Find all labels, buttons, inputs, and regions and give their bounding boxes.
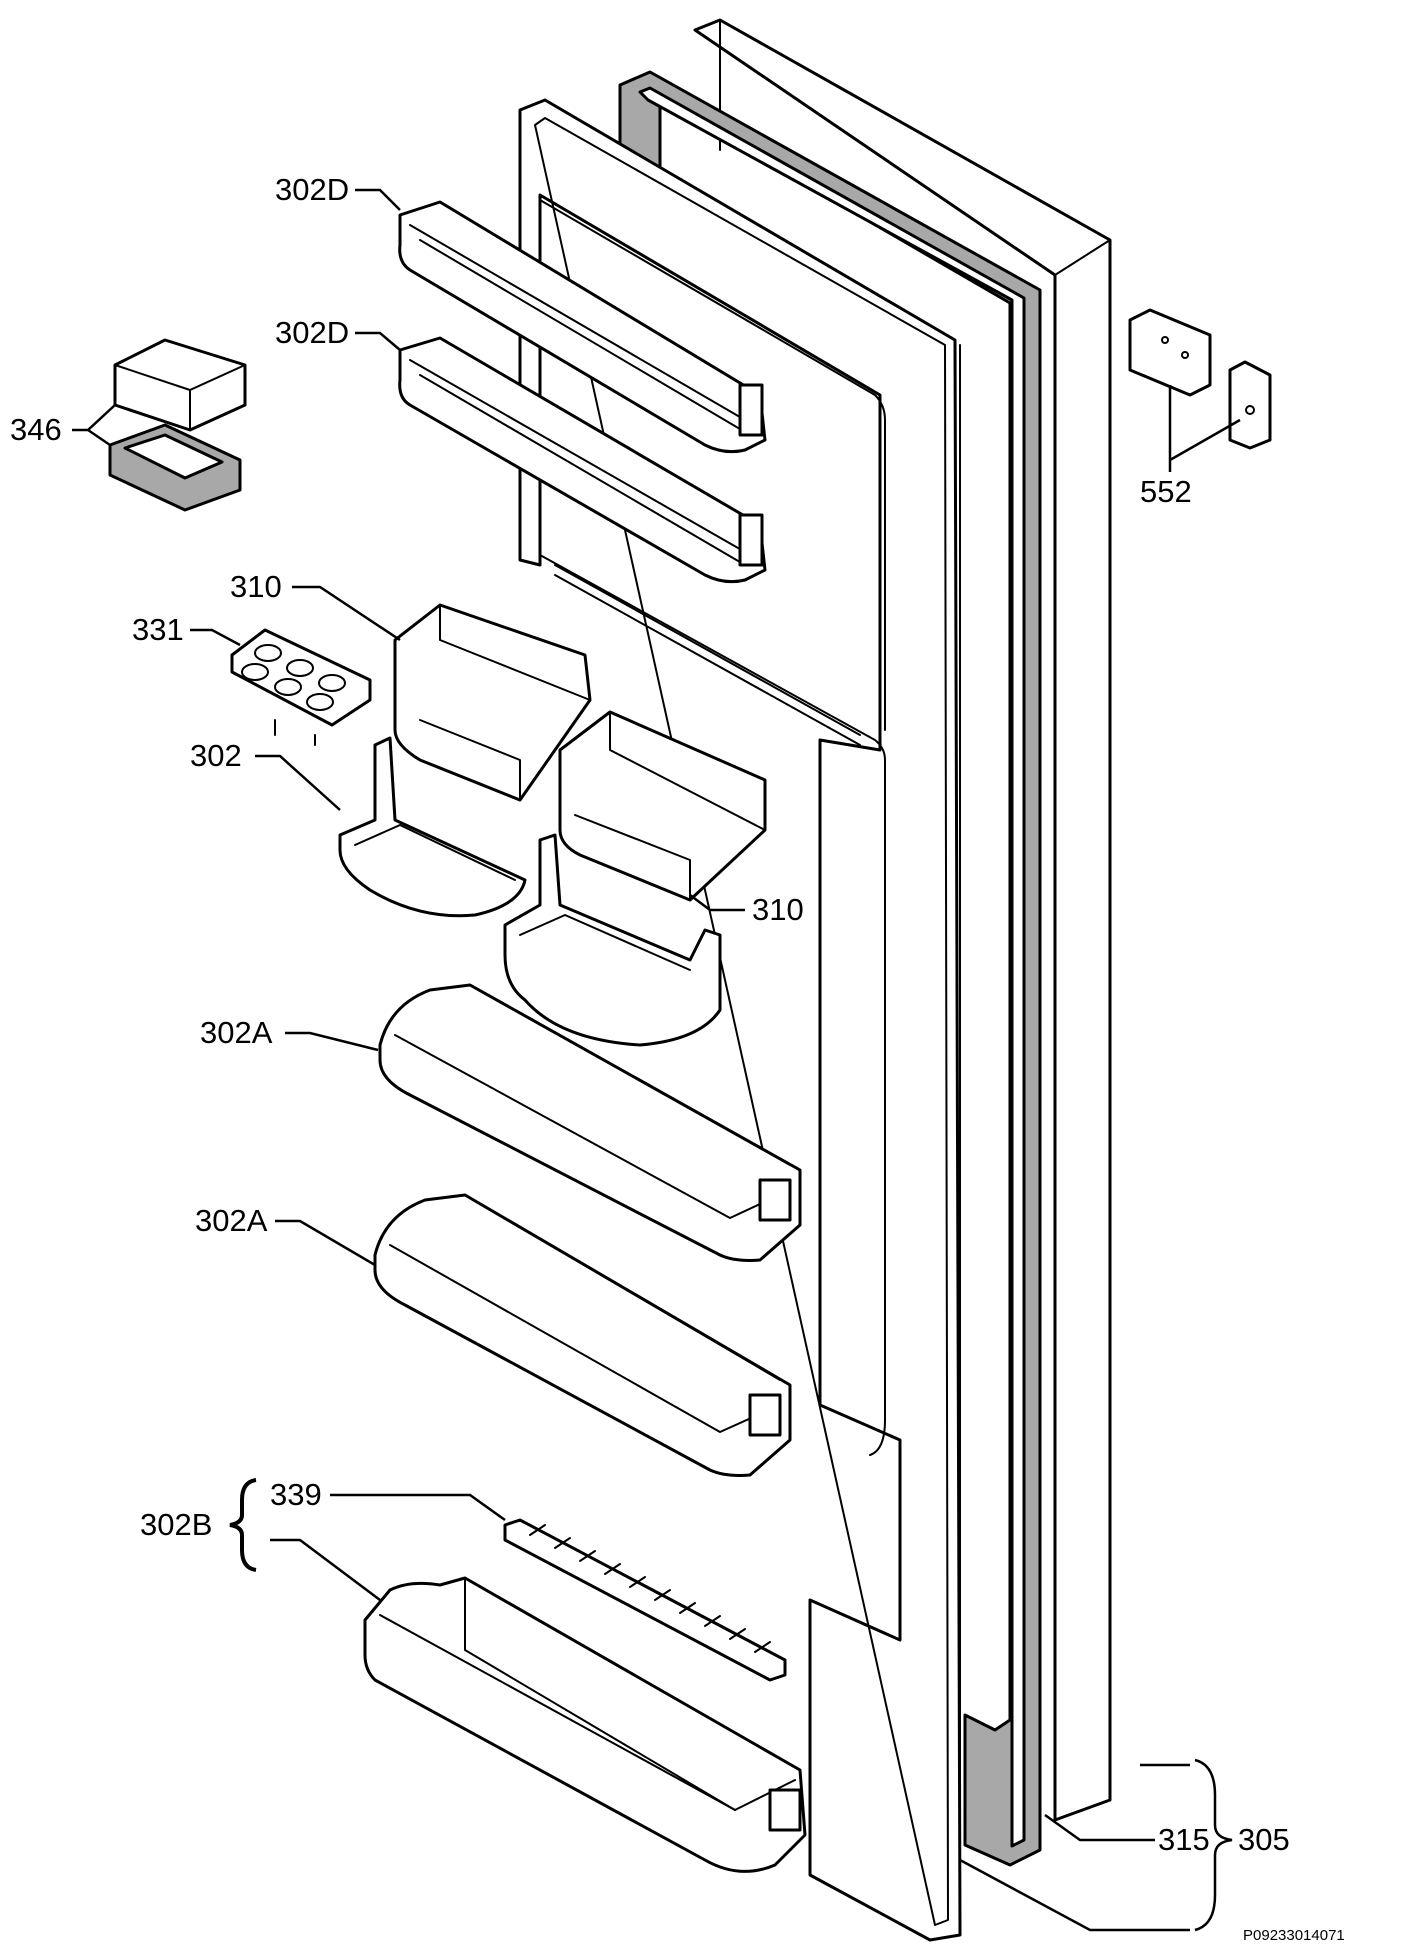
label-339: 339 (270, 1477, 322, 1512)
dairy-cover-310-upper (393, 603, 592, 802)
label-310-upper: 310 (230, 569, 282, 604)
inner-door-liner (518, 98, 962, 1942)
label-302b: 302B (140, 1507, 212, 1542)
label-310-lower: 310 (752, 892, 804, 927)
label-302d-top: 302D (275, 172, 349, 207)
small-shelf-302 (338, 736, 722, 1047)
shelf-302d-top (398, 200, 767, 454)
label-315: 315 (1158, 1822, 1210, 1857)
hinge-brackets-552 (1128, 308, 1272, 450)
label-305: 305 (1238, 1822, 1290, 1857)
shelf-302a-lower (373, 1193, 792, 1477)
bottom-bin-302b (363, 1576, 807, 1873)
bottle-retainer-339 (503, 1518, 787, 1682)
label-302d-second: 302D (275, 315, 349, 350)
dairy-cover-310-lower (558, 710, 767, 902)
label-302: 302 (190, 738, 242, 773)
label-552: 552 (1140, 474, 1192, 509)
label-346: 346 (10, 412, 62, 447)
label-331: 331 (132, 612, 184, 647)
shelf-302a-upper (378, 983, 802, 1262)
shelf-302d-second (398, 336, 767, 584)
label-302a-upper: 302A (200, 1015, 273, 1050)
butter-tray-346 (108, 338, 247, 512)
label-302a-lower: 302A (195, 1203, 268, 1238)
leader-lines (72, 188, 1241, 1932)
egg-tray-331 (230, 628, 372, 746)
drawing-code: P09233014071 (1243, 1927, 1345, 1944)
